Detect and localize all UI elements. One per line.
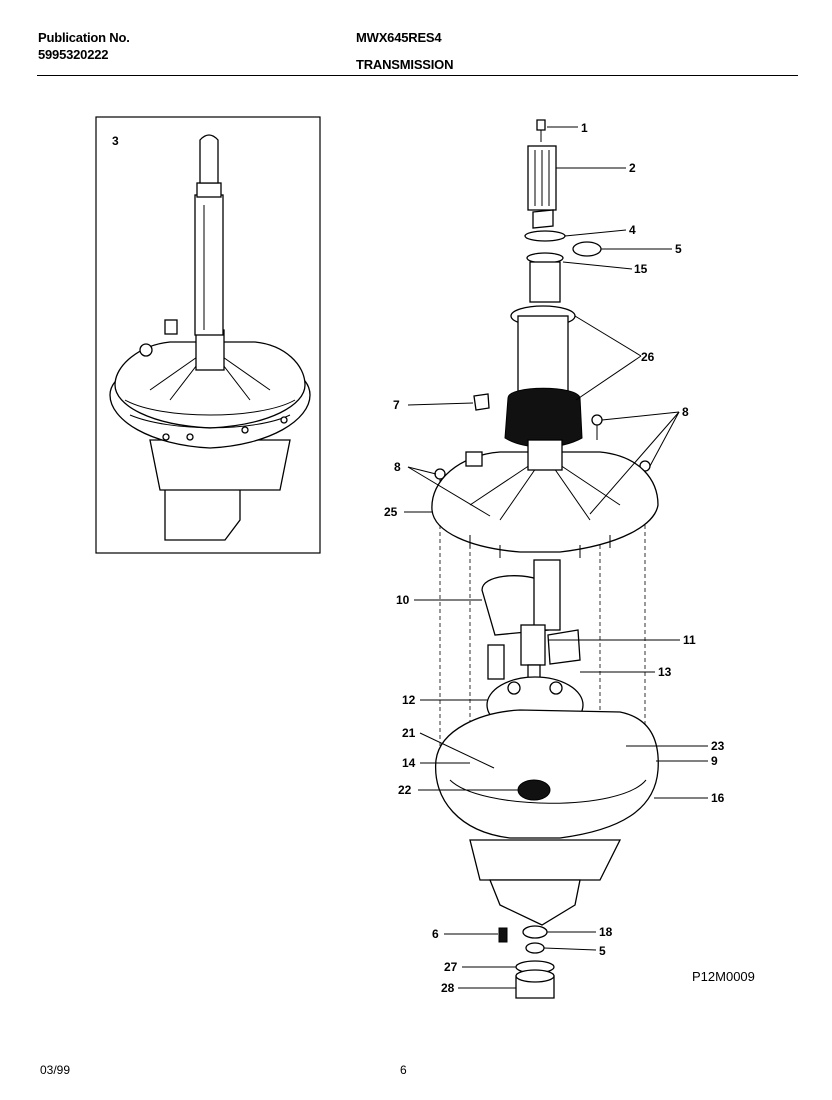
publication-label: Publication No. [38, 30, 130, 45]
header-rule [37, 75, 798, 76]
callout-28: 28 [441, 981, 455, 995]
callout-10: 10 [396, 593, 410, 607]
callout-9: 9 [711, 754, 718, 768]
callout-6: 6 [432, 927, 439, 941]
callout-7: 7 [393, 398, 400, 412]
callout-25: 25 [384, 505, 398, 519]
callout-21: 21 [402, 726, 416, 740]
callout-1: 1 [581, 121, 588, 135]
part-18-ring [522, 925, 548, 939]
callout-11: 11 [683, 633, 696, 647]
callout-5-lower: 5 [599, 944, 606, 958]
callout-26: 26 [641, 350, 655, 364]
callout-2: 2 [629, 161, 636, 175]
callout-8-right: 8 [682, 405, 689, 419]
exploded-parts [431, 119, 659, 999]
callout-leaders [404, 126, 708, 989]
callout-labels: 1 2 4 5 15 26 7 8 8 25 10 11 13 12 21 23… [384, 121, 725, 995]
footer-page-number: 6 [400, 1063, 407, 1077]
part-5-oring [572, 241, 602, 257]
callout-12: 12 [402, 693, 416, 707]
part-6-screw [498, 927, 508, 943]
callout-14: 14 [402, 756, 416, 770]
part-1-screw [536, 119, 546, 131]
footer-date: 03/99 [40, 1063, 71, 1077]
inset-label-3: 3 [112, 134, 119, 148]
callout-5: 5 [675, 242, 682, 256]
callout-23: 23 [711, 739, 725, 753]
publication-number: 5995320222 [38, 47, 109, 62]
section-title: TRANSMISSION [356, 57, 454, 72]
part-26-seal-lower [504, 387, 583, 448]
part-4-ring [524, 230, 566, 242]
callout-16: 16 [711, 791, 725, 805]
part-22-spacer [517, 779, 551, 801]
part-11-pinion [520, 624, 546, 666]
model-number: MWX645RES4 [356, 30, 442, 45]
callout-15: 15 [634, 262, 648, 276]
callout-22: 22 [398, 783, 412, 797]
inset-assembled-transmission [109, 134, 311, 541]
drawing-code: P12M0009 [692, 969, 755, 984]
callout-13: 13 [658, 665, 672, 679]
inset-frame [95, 116, 321, 554]
callout-8-left: 8 [394, 460, 401, 474]
part-16-housing [435, 709, 659, 839]
callout-4: 4 [629, 223, 636, 237]
part-7-cap [473, 393, 490, 411]
callout-27: 27 [444, 960, 458, 974]
part-5-oring-lower [525, 942, 545, 954]
callout-18: 18 [599, 925, 613, 939]
part-13-bracket [547, 629, 581, 665]
